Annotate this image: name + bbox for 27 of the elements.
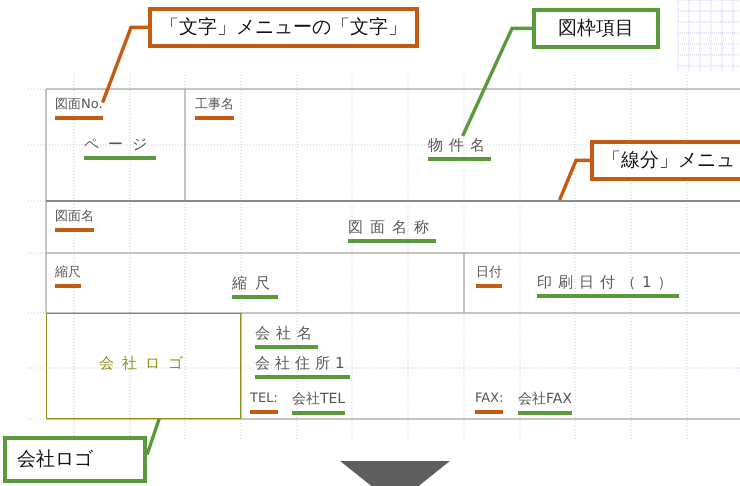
field-value: ページ [84, 135, 156, 160]
table-cell [46, 313, 241, 419]
field-label: 縮尺 [55, 265, 81, 288]
leader-line [461, 26, 532, 137]
callout-box: 「線分」メニュ [590, 140, 740, 181]
leader-line [558, 158, 590, 201]
field-value: 印刷日付（1） [537, 273, 679, 298]
field-value: 縮尺 [232, 274, 278, 299]
leader-line [145, 418, 161, 456]
callout-box: 図枠項目 [532, 8, 660, 49]
placeholder-text: 会社ロゴ [99, 354, 191, 373]
field-value: 会社FAX [518, 391, 572, 415]
field-value: 図面名称 [348, 218, 436, 243]
callout-box: 「文字」メニューの「文字」 [148, 7, 419, 48]
callout-box: 会社ロゴ [3, 436, 147, 483]
field-value: 会社TEL [292, 391, 346, 415]
divider-line [46, 200, 740, 202]
field-value: 物件名 [428, 136, 491, 161]
field-label: 日付 [476, 265, 502, 288]
field-label: 工事名 [195, 97, 234, 120]
field-value: 会社名 [255, 324, 318, 349]
field-value: 会社住所1 [255, 354, 350, 379]
field-label: TEL: [250, 391, 278, 414]
field-label: 図面No. [55, 97, 103, 120]
field-label: 図面名 [55, 209, 94, 232]
field-label: FAX: [475, 391, 504, 414]
leader-line [100, 26, 148, 104]
